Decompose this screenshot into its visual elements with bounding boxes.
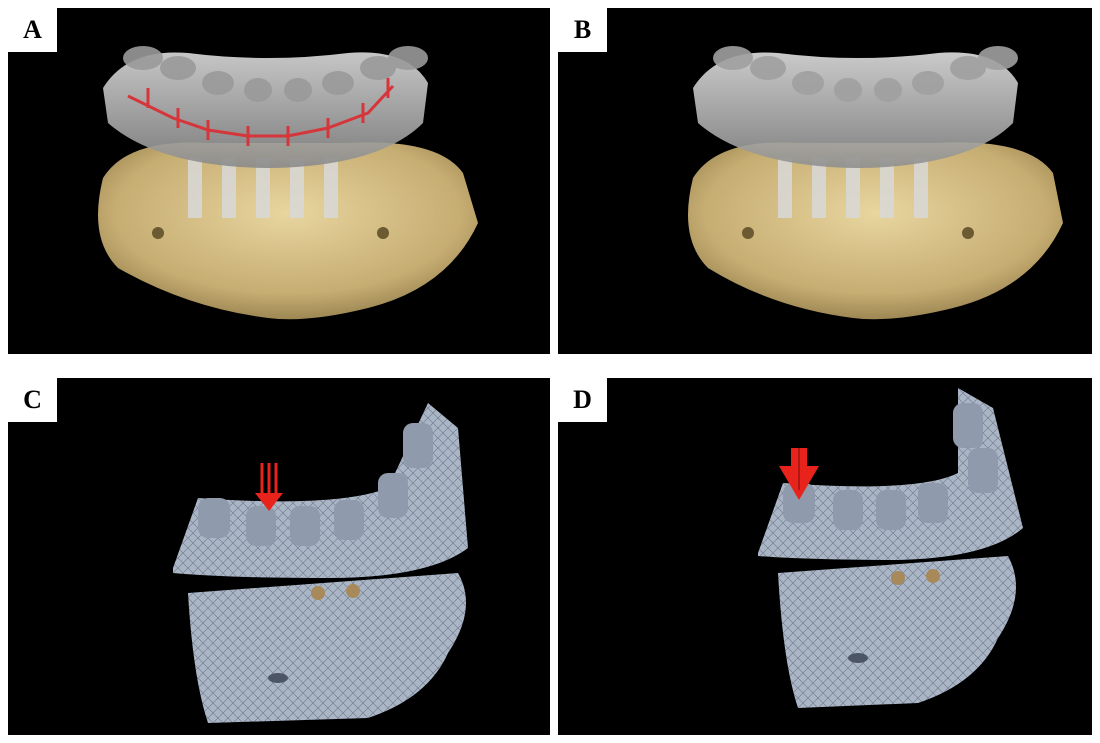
panel-c: C	[8, 378, 550, 735]
panel-label-b: B	[558, 8, 607, 52]
panel-b: B	[558, 8, 1092, 354]
panel-a: A	[8, 8, 550, 354]
fe-mesh-render-d	[558, 378, 1092, 735]
panel-label-a: A	[8, 8, 57, 52]
fe-mesh-render-c	[8, 378, 550, 735]
panel-label-c: C	[8, 378, 57, 422]
panel-label-d: D	[558, 378, 607, 422]
panel-d: D	[558, 378, 1092, 735]
jaw-implant-render-b	[558, 8, 1092, 354]
jaw-implant-render-a	[8, 8, 550, 354]
